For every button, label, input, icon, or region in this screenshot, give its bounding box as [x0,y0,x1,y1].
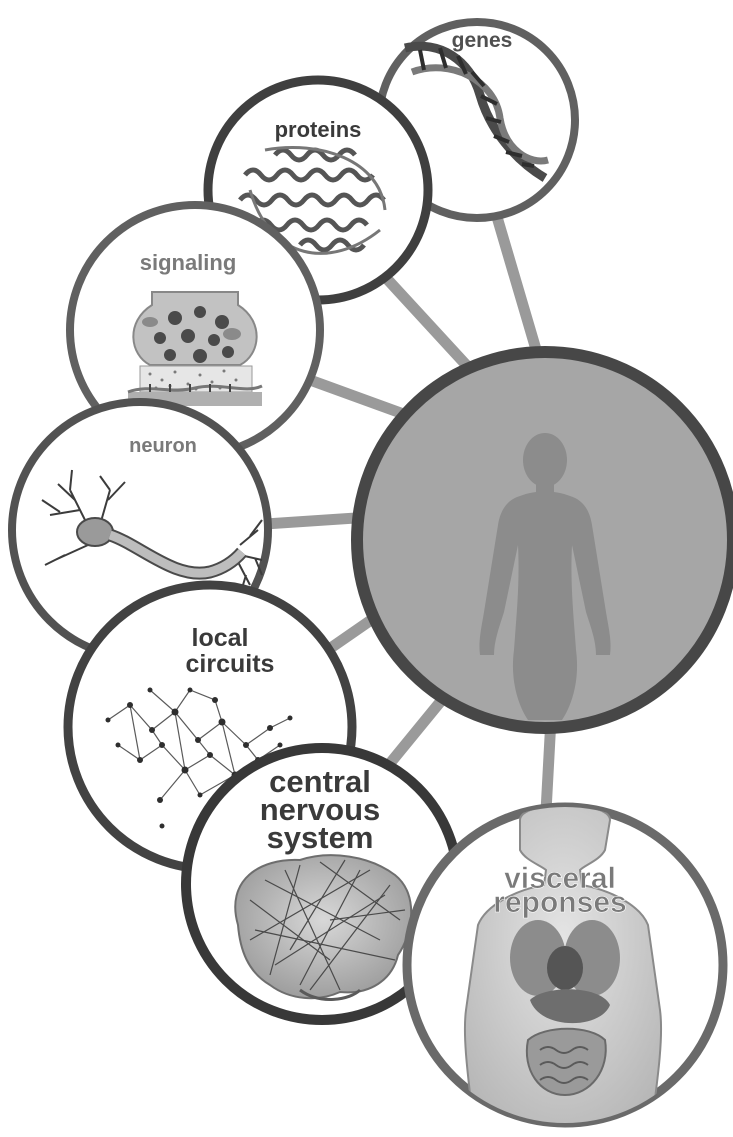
neuron-label: neuron [129,435,197,457]
node-visceral: visceral reponses [407,805,723,1137]
local-circuits-label-line1: local [192,624,249,652]
synapse-icon [128,292,262,406]
visceral-label-line2: reponses [493,886,626,919]
local-circuits-label-line2: circuits [186,650,275,678]
cns-label-line3: system [267,820,374,855]
signaling-label: signaling [140,250,237,275]
proteins-label: proteins [275,117,362,142]
genes-label: genes [452,29,513,52]
center-body [357,352,733,728]
brain-icon [235,855,411,999]
